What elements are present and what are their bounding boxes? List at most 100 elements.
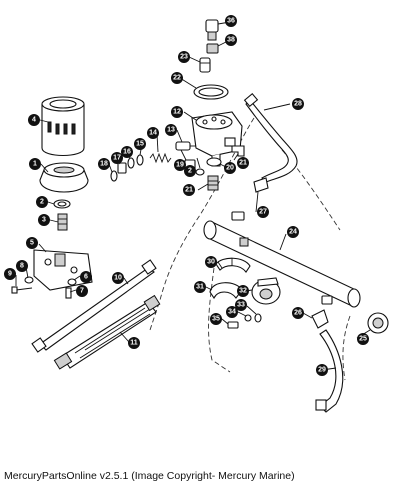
callout-2-upper: 2 [184,165,196,177]
callout-7: 7 [76,285,88,297]
callout-36: 35 [210,313,222,325]
washer-2-upper [195,168,205,176]
svg-text:2: 2 [40,199,44,206]
elbow-27 [311,309,329,329]
adapter-22 [207,175,219,191]
svg-text:19: 19 [176,162,184,169]
svg-text:3: 3 [42,217,46,224]
gasket-20 [206,157,222,167]
callout-14: 14 [147,127,159,139]
svg-text:21: 21 [239,160,247,167]
svg-text:25: 25 [359,336,367,343]
clamp-32 [209,282,243,300]
callout-19: 19 [174,159,186,171]
callout-33: 32 [237,285,249,297]
callout-12: 12 [171,106,183,118]
elbow-21 [231,145,245,157]
gasket-23 [193,84,229,100]
svg-text:32: 32 [239,288,247,295]
svg-text:35: 35 [212,316,220,323]
callout-18: 18 [98,158,110,170]
o-ring-18 [110,170,118,182]
clamp-31 [215,257,251,273]
callout-22: 21 [183,184,195,196]
svg-text:10: 10 [114,275,122,282]
svg-text:5: 5 [30,240,34,247]
fitting-37 [205,19,219,41]
callout-23: 22 [171,72,183,84]
filter-base-1 [39,162,89,193]
svg-text:31: 31 [196,284,204,291]
cap-26 [367,312,389,334]
pump-33 [251,277,281,305]
fitting-38 [206,43,219,54]
callout-26: 25 [357,333,369,345]
plug-17 [117,162,127,174]
svg-text:8: 8 [20,263,24,270]
svg-text:16: 16 [123,149,131,156]
svg-text:29: 29 [318,367,326,374]
callout-17: 17 [111,152,123,164]
screw-7 [65,287,72,299]
tube-10 [31,259,157,353]
svg-text:14: 14 [149,130,157,137]
callout-1: 1 [29,158,41,170]
callout-28: 27 [257,206,269,218]
svg-text:38: 38 [227,37,235,44]
svg-text:13: 13 [167,127,175,134]
filter-4 [41,96,85,157]
sleeve-24 [199,57,211,73]
svg-text:20: 20 [226,165,234,172]
image-credit: MercuryPartsOnline v2.5.1 (Image Copyrig… [4,470,295,482]
washer-8 [24,276,34,284]
svg-text:11: 11 [130,340,138,347]
callout-38: 38 [225,34,237,46]
hose-11 [53,294,161,370]
hose-30 [315,329,344,413]
callout-4: 4 [28,114,40,126]
clip-36 [227,321,239,329]
svg-text:4: 4 [32,117,36,124]
washer-2-lower [53,199,71,209]
nut-6 [67,278,77,286]
svg-text:9: 9 [8,271,12,278]
callout-10: 10 [112,272,124,284]
valve-13 [175,141,196,151]
adapter-3 [57,213,68,231]
callout-29: 28 [292,98,304,110]
callout-37: 36 [225,15,237,27]
svg-text:28: 28 [294,101,302,108]
svg-text:34: 34 [228,309,236,316]
callout-27: 26 [292,307,304,319]
callout-13: 13 [165,124,177,136]
svg-text:30: 30 [207,259,215,266]
callout-6: 6 [80,271,92,283]
svg-text:18: 18 [100,161,108,168]
svg-text:21: 21 [185,187,193,194]
hose-29 [243,92,298,183]
callout-21: 21 [237,157,249,169]
washer-15 [136,154,144,166]
callout-11: 11 [128,337,140,349]
callout-35: 34 [226,306,238,318]
callout-24: 23 [178,51,190,63]
svg-text:12: 12 [173,109,181,116]
callout-16: 16 [121,146,133,158]
callout-20: 20 [224,162,236,174]
callout-30: 29 [316,364,328,376]
callout-5: 5 [26,237,38,249]
svg-text:24: 24 [289,229,297,236]
spring-14 [149,152,172,164]
svg-text:27: 27 [259,209,267,216]
callout-8: 8 [16,260,28,272]
svg-text:33: 33 [237,302,245,309]
svg-text:36: 36 [227,18,235,25]
svg-text:17: 17 [113,155,121,162]
callout-15: 15 [134,138,146,150]
callout-2-lower: 2 [36,196,48,208]
routing-line [342,315,351,381]
washer-35 [244,314,252,322]
callout-32: 31 [194,281,206,293]
bolt-9 [11,286,33,294]
